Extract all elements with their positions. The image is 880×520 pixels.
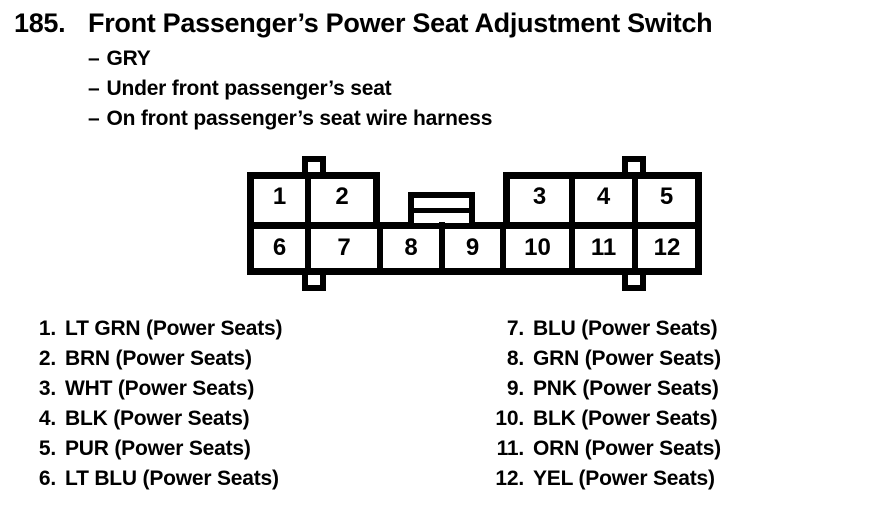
pin-number-11: 11 (590, 234, 617, 261)
pin-number-1: 1 (272, 183, 287, 210)
legend-item: 4. BLK (Power Seats) (4, 404, 282, 434)
legend-item: 11. ORN (Power Seats) (440, 434, 722, 464)
cell-divider (569, 172, 575, 275)
pin-number-7: 7 (337, 234, 351, 261)
legend-item: 9. PNK (Power Seats) (440, 374, 721, 404)
legend-item-label: GRN (Power Seats) (533, 347, 721, 370)
cell-divider (632, 172, 638, 275)
bullet-item-location: –Under front passenger’s seat (88, 74, 492, 104)
legend-item-label: BLU (Power Seats) (533, 317, 718, 340)
legend-item: 6. LT BLU (Power Seats) (4, 464, 282, 494)
detail-bullet-list: –GRY –Under front passenger’s seat –On f… (88, 44, 492, 134)
cell-divider (377, 222, 383, 275)
pin-number-2: 2 (335, 183, 349, 210)
bullet-text: GRY (106, 47, 151, 70)
pin-number-10: 10 (524, 234, 551, 261)
pin-number-6: 6 (272, 234, 287, 261)
legend-item-label: PNK (Power Seats) (533, 377, 719, 400)
pin-number-12: 12 (653, 234, 681, 261)
cell-divider (439, 222, 445, 275)
legend-item-label: PUR (Power Seats) (65, 437, 251, 460)
legend-item-number: 5. (38, 437, 56, 460)
pin-number-9: 9 (465, 234, 480, 261)
legend-item-label: LT GRN (Power Seats) (65, 317, 283, 340)
legend-item: 12. YEL (Power Seats) (440, 464, 721, 494)
pin-number-5: 5 (659, 183, 674, 210)
bullet-text: On front passenger’s seat wire harness (106, 107, 493, 130)
pin-number-3: 3 (532, 183, 547, 210)
legend-item-number: 7. (506, 317, 524, 340)
legend-item-label: ORN (Power Seats) (533, 437, 721, 460)
legend-item-number: 8. (506, 347, 524, 370)
bullet-item-harness: –On front passenger’s seat wire harness (88, 104, 492, 134)
legend-item-number: 11. (496, 437, 525, 460)
bullet-text: Under front passenger’s seat (106, 77, 392, 100)
item-number: 185. (14, 8, 66, 38)
legend-item-number: 10. (495, 407, 524, 430)
legend-item-label: LT BLU (Power Seats) (65, 467, 279, 490)
legend-item: 2. BRN (Power Seats) (4, 344, 282, 374)
legend-item-number: 12. (495, 467, 524, 490)
legend-item-number: 9. (506, 377, 524, 400)
pin-number-8: 8 (404, 234, 418, 261)
dash-icon: – (88, 77, 100, 100)
legend-column-left: 1. LT GRN (Power Seats) 2. BRN (Power Seat… (4, 314, 283, 494)
connector-bottom-row (247, 222, 702, 275)
legend-item-number: 1. (38, 317, 56, 340)
latch-divider (414, 208, 469, 213)
legend-item: 8. GRN (Power Seats) (440, 344, 721, 374)
page-title: Front Passenger’s Power Seat Adjustment … (88, 8, 713, 38)
cell-divider (500, 222, 506, 275)
dash-icon: – (88, 47, 100, 70)
dash-icon: – (88, 107, 100, 130)
bullet-item-color: –GRY (88, 44, 492, 74)
legend-item: 5. PUR (Power Seats) (4, 434, 282, 464)
legend-item-number: 4. (38, 407, 56, 430)
cell-divider (305, 172, 311, 275)
legend-column-right: 7.BLU (Power Seats) 8.GRN (Power Seats) … (440, 314, 721, 494)
legend-item: 3. WHT (Power Seats) (4, 374, 282, 404)
legend-item-label: WHT (Power Seats) (65, 377, 255, 400)
legend-item-label: BRN (Power Seats) (65, 347, 252, 370)
legend-item-number: 6. (38, 467, 56, 490)
legend-item: 7. BLU (Power Seats) (440, 314, 721, 344)
connector-diagram: 1 2 3 4 5 6 7 8 9 10 11 12 (247, 155, 702, 295)
legend-item-number: 3. (38, 377, 56, 400)
legend-item: 10. BLK (Power Seats) (440, 404, 721, 434)
legend-item-label: BLK (Power Seats) (533, 407, 718, 430)
legend-item: 1. LT GRN (Power Seats) (4, 314, 283, 344)
legend-item-label: YEL (Power Seats) (533, 467, 715, 490)
legend-item-label: BLK (Power Seats) (65, 407, 250, 430)
pin-number-4: 4 (596, 183, 611, 210)
legend-item-number: 2. (38, 347, 56, 370)
